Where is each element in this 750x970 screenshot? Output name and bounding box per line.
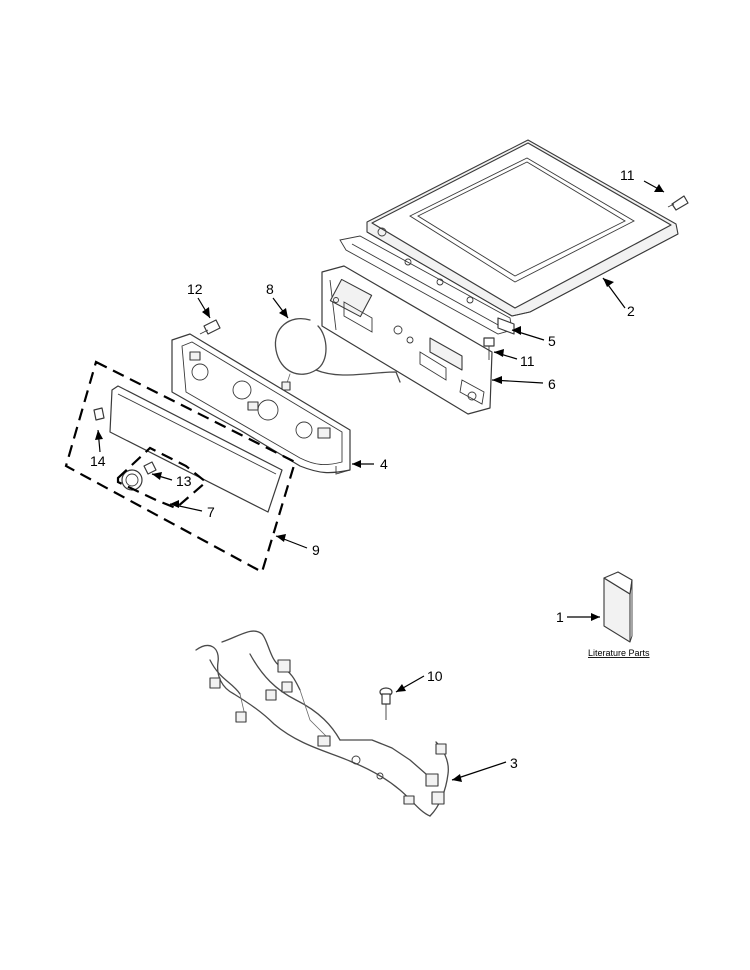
top-panel [366, 139, 679, 317]
screw-middle [483, 337, 495, 360]
callout-2: 2 [627, 303, 635, 319]
callout-3: 3 [510, 755, 518, 771]
callout-5: 5 [548, 333, 556, 349]
leader-lines [95, 180, 665, 782]
connector-10 [379, 687, 393, 720]
console-panel [171, 333, 351, 475]
user-interface-assembly [93, 385, 283, 513]
callout-13: 13 [176, 473, 192, 489]
assembly-9-boundary [64, 360, 297, 574]
callout-12: 12 [187, 281, 203, 297]
wire-harness [195, 630, 449, 817]
clip [497, 317, 515, 335]
callout-4: 4 [380, 456, 388, 472]
callout-6: 6 [548, 376, 556, 392]
literature-parts [603, 571, 633, 643]
screw-top [667, 195, 689, 211]
top-bracket [339, 227, 513, 335]
literature-parts-label: Literature Parts [588, 648, 650, 658]
callout-labels: 11 2 5 11 6 12 8 4 14 13 7 9 1 10 3 Lite… [90, 167, 650, 771]
callout-7: 7 [207, 504, 215, 520]
callout-11-middle: 11 [520, 353, 535, 369]
console-bracket [321, 265, 493, 415]
screw-12 [199, 319, 221, 335]
callout-14: 14 [90, 453, 106, 469]
callout-10: 10 [427, 668, 443, 684]
harness-ring [274, 318, 401, 391]
callout-1: 1 [556, 609, 564, 625]
callout-8: 8 [266, 281, 274, 297]
callout-9: 9 [312, 542, 320, 558]
callout-11-top: 11 [620, 167, 635, 183]
